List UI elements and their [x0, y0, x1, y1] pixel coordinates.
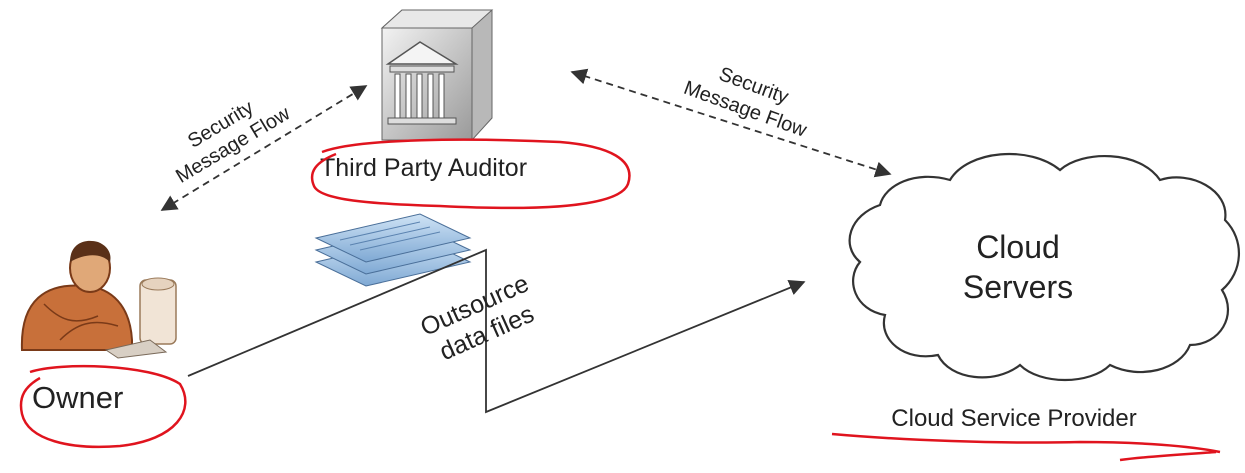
- owner-annotation-circle: [19, 364, 187, 449]
- cloud-service-provider-label: Cloud Service Provider: [891, 405, 1136, 432]
- auditor-label: Third Party Auditor: [320, 154, 527, 182]
- cloud-label-line2: Servers: [963, 269, 1073, 305]
- cloud-label-line1: Cloud: [976, 229, 1060, 265]
- data-files-icon: [314, 213, 472, 287]
- provider-annotation-underline: [831, 432, 1221, 462]
- auditor-cloud-arrow: [570, 68, 892, 178]
- outsource-label: Outsource data files: [416, 269, 538, 366]
- auditor-building-icon: [380, 9, 494, 141]
- owner-auditor-flow-label: Security Message Flow: [172, 97, 294, 188]
- cloud-icon: [848, 152, 1240, 381]
- outsource-path: [187, 248, 806, 414]
- owner-auditor-arrow: [160, 85, 368, 211]
- owner-person-icon: [20, 240, 177, 359]
- owner-label: Owner: [32, 380, 123, 415]
